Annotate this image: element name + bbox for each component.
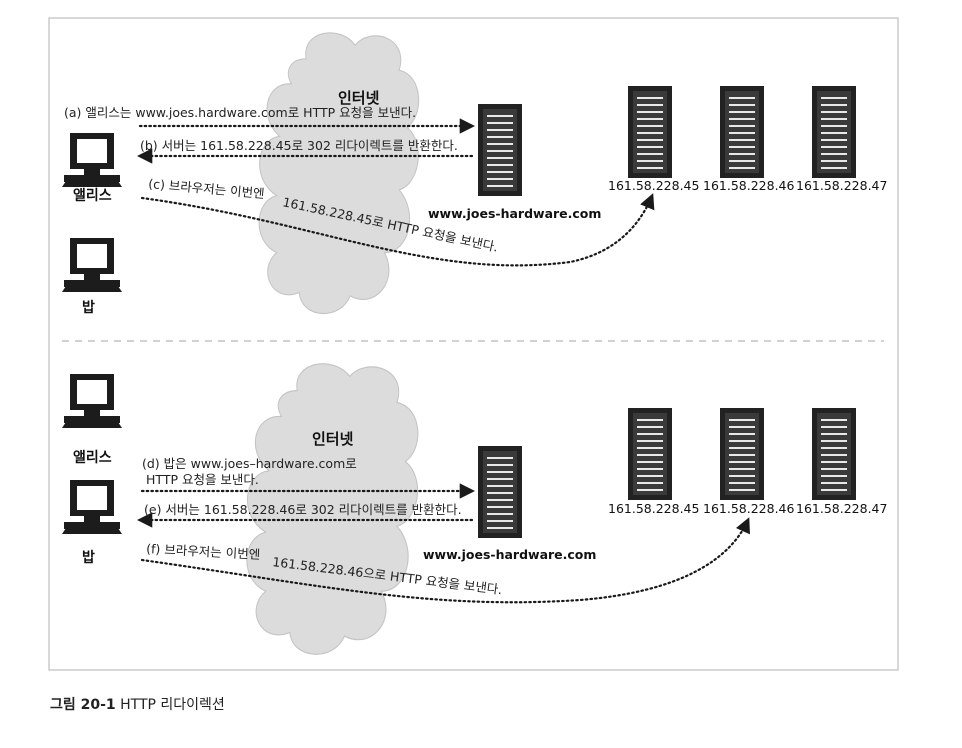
replica-server-3-icon — [811, 85, 857, 179]
replica-server-3-icon — [811, 407, 857, 501]
ip-label-2: 161.58.228.46 — [703, 178, 794, 193]
message-d-part-1: (d) 밥은 www.joes–hardware.com로 — [142, 456, 357, 471]
arrow-c — [140, 193, 655, 267]
ip-label-2: 161.58.228.46 — [703, 501, 794, 516]
message-d-part-2: HTTP 요청을 보낸다. — [146, 472, 259, 487]
bob-label: 밥 — [82, 299, 95, 316]
alice-computer-icon — [62, 133, 122, 187]
internet-cloud — [258, 32, 420, 315]
replica-server-2-icon — [719, 85, 765, 179]
bob-computer-icon — [62, 238, 122, 292]
ip-label-1: 161.58.228.45 — [608, 178, 699, 193]
figure-title: HTTP 리다이렉션 — [120, 697, 225, 713]
figure-caption: 그림 20-1 HTTP 리다이렉션 — [50, 694, 225, 714]
ip-label-1: 161.58.228.45 — [608, 501, 699, 516]
alice-label: 앨리스 — [73, 450, 112, 466]
replica-server-1-icon — [627, 85, 673, 179]
message-b: (b) 서버는 161.58.228.45로 302 리다이렉트를 반환한다. — [140, 138, 458, 153]
alice-computer-icon — [62, 374, 122, 428]
cloud-label: 인터넷 — [338, 89, 380, 107]
replica-server-1-icon — [627, 407, 673, 501]
web-server-icon — [477, 445, 523, 539]
message-f-part-1: (f) 브라우저는 이번엔 — [146, 541, 261, 562]
top-panel: 인터넷 앨리스 밥 www.joes-hardware.com 161.58.2… — [62, 32, 887, 316]
bottom-panel: 인터넷 앨리스 밥 www.joes-hardware.com 161.58.2… — [62, 363, 887, 655]
message-c-part-1: (c) 브라우저는 이번엔 — [148, 176, 265, 201]
server-host-label: www.joes-hardware.com — [428, 206, 601, 221]
alice-label: 앨리스 — [73, 188, 112, 204]
bob-label: 밥 — [82, 549, 95, 566]
ip-label-3: 161.58.228.47 — [796, 178, 887, 193]
figure-number: 그림 20-1 — [50, 697, 116, 713]
web-server-icon — [477, 103, 523, 197]
figure-frame — [48, 17, 899, 671]
message-a: (a) 앨리스는 www.joes.hardware.com로 HTTP 요청을… — [64, 105, 416, 120]
arrow-f — [140, 517, 750, 604]
ip-label-3: 161.58.228.47 — [796, 501, 887, 516]
replica-server-2-icon — [719, 407, 765, 501]
cloud-label: 인터넷 — [312, 430, 354, 448]
server-host-label: www.joes-hardware.com — [423, 547, 596, 562]
bob-computer-icon — [62, 480, 122, 534]
message-e: (e) 서버는 161.58.228.46로 302 리다이렉트를 반환한다. — [144, 502, 462, 517]
